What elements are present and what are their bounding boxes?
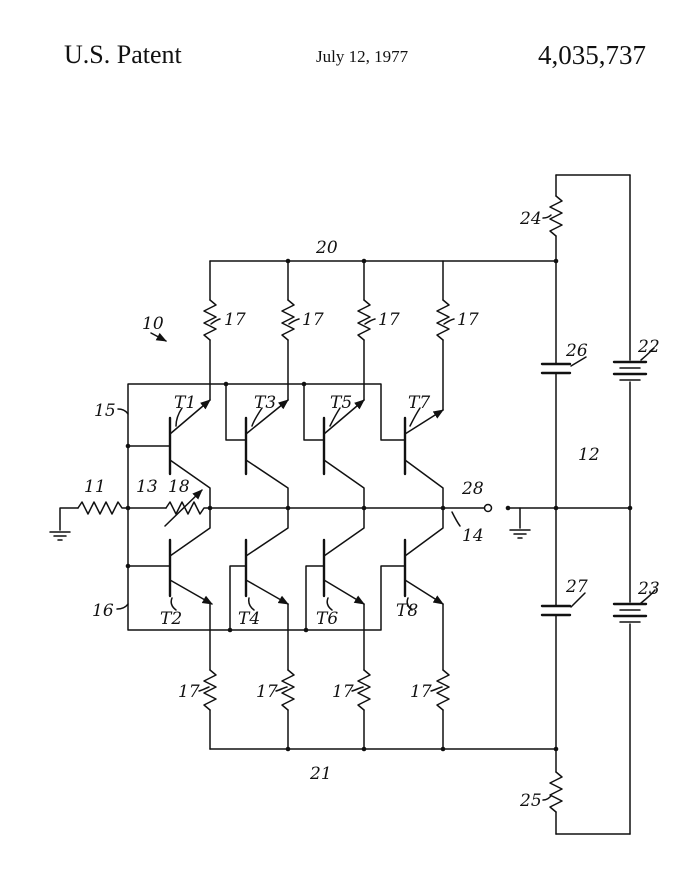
- label-14: 14: [462, 526, 484, 546]
- label-18: 18: [168, 477, 190, 497]
- label-17-upper-3: 17: [378, 310, 400, 330]
- upper-transistors: [168, 383, 444, 509]
- patent-header-left: U.S. Patent: [64, 40, 182, 69]
- label-17-lower-1: 17: [178, 682, 200, 702]
- label-17-upper-2: 17: [302, 310, 324, 330]
- label-12: 12: [578, 445, 600, 465]
- label-23: 23: [637, 579, 660, 599]
- label-16: 16: [92, 601, 114, 621]
- label-t1: T1: [174, 393, 196, 413]
- patent-header-date: July 12, 1977: [316, 47, 409, 66]
- output-line: [207, 503, 493, 513]
- label-17-lower-2: 17: [256, 682, 278, 702]
- upper-load-resistors: [203, 299, 450, 411]
- label-20: 20: [315, 238, 338, 258]
- input-network: [49, 489, 211, 541]
- reference-labels: 10 11 12 13 14 15 16 18 20 21 22 23 24 2…: [84, 209, 660, 811]
- label-t3: T3: [254, 393, 276, 413]
- label-11: 11: [84, 477, 106, 497]
- label-t7: T7: [408, 393, 430, 413]
- power-supply-network: [505, 174, 648, 835]
- label-17-lower-3: 17: [332, 682, 354, 702]
- lower-transistors: [168, 507, 444, 605]
- label-t4: T4: [238, 609, 260, 629]
- lower-base-bus: [125, 563, 406, 633]
- lower-bus-wire: [209, 746, 559, 752]
- label-25: 25: [519, 791, 542, 811]
- label-t2: T2: [160, 609, 182, 629]
- upper-bus-wire: [209, 258, 559, 301]
- label-15: 15: [94, 401, 116, 421]
- label-22: 22: [637, 337, 660, 357]
- label-10: 10: [142, 314, 164, 334]
- label-28: 28: [461, 479, 484, 499]
- label-17-upper-4: 17: [457, 310, 479, 330]
- label-26: 26: [565, 341, 588, 361]
- label-t5: T5: [330, 393, 352, 413]
- patent-header-number: 4,035,737: [538, 40, 646, 70]
- label-21: 21: [309, 764, 332, 784]
- lower-load-resistors: [203, 603, 450, 750]
- label-27: 27: [565, 577, 588, 597]
- label-24: 24: [519, 209, 542, 229]
- label-17-lower-4: 17: [410, 682, 432, 702]
- label-13: 13: [136, 477, 158, 497]
- label-t6: T6: [316, 609, 338, 629]
- upper-base-bus: [125, 381, 406, 567]
- label-17-upper-1: 17: [224, 310, 246, 330]
- label-t8: T8: [396, 601, 418, 621]
- leader-lines: [116, 214, 656, 801]
